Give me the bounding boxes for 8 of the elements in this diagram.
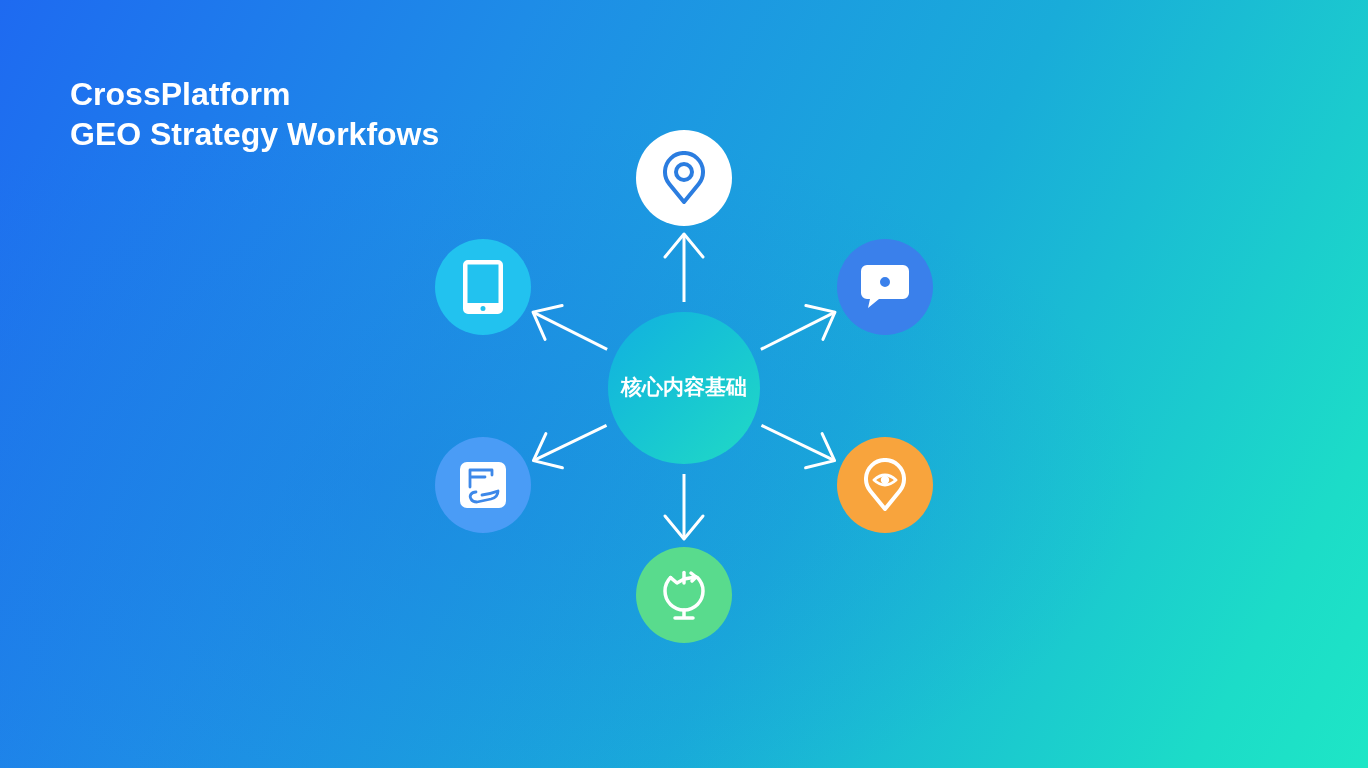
arrow: [531, 424, 608, 470]
node-label: 核心内容基础: [621, 375, 747, 401]
arrow: [663, 474, 705, 541]
title: CrossPlatform GEO Strategy Workfows: [70, 75, 440, 154]
arrow: [663, 232, 705, 302]
arrow: [531, 304, 608, 351]
arrow: [760, 304, 837, 351]
arrow: [760, 424, 837, 470]
